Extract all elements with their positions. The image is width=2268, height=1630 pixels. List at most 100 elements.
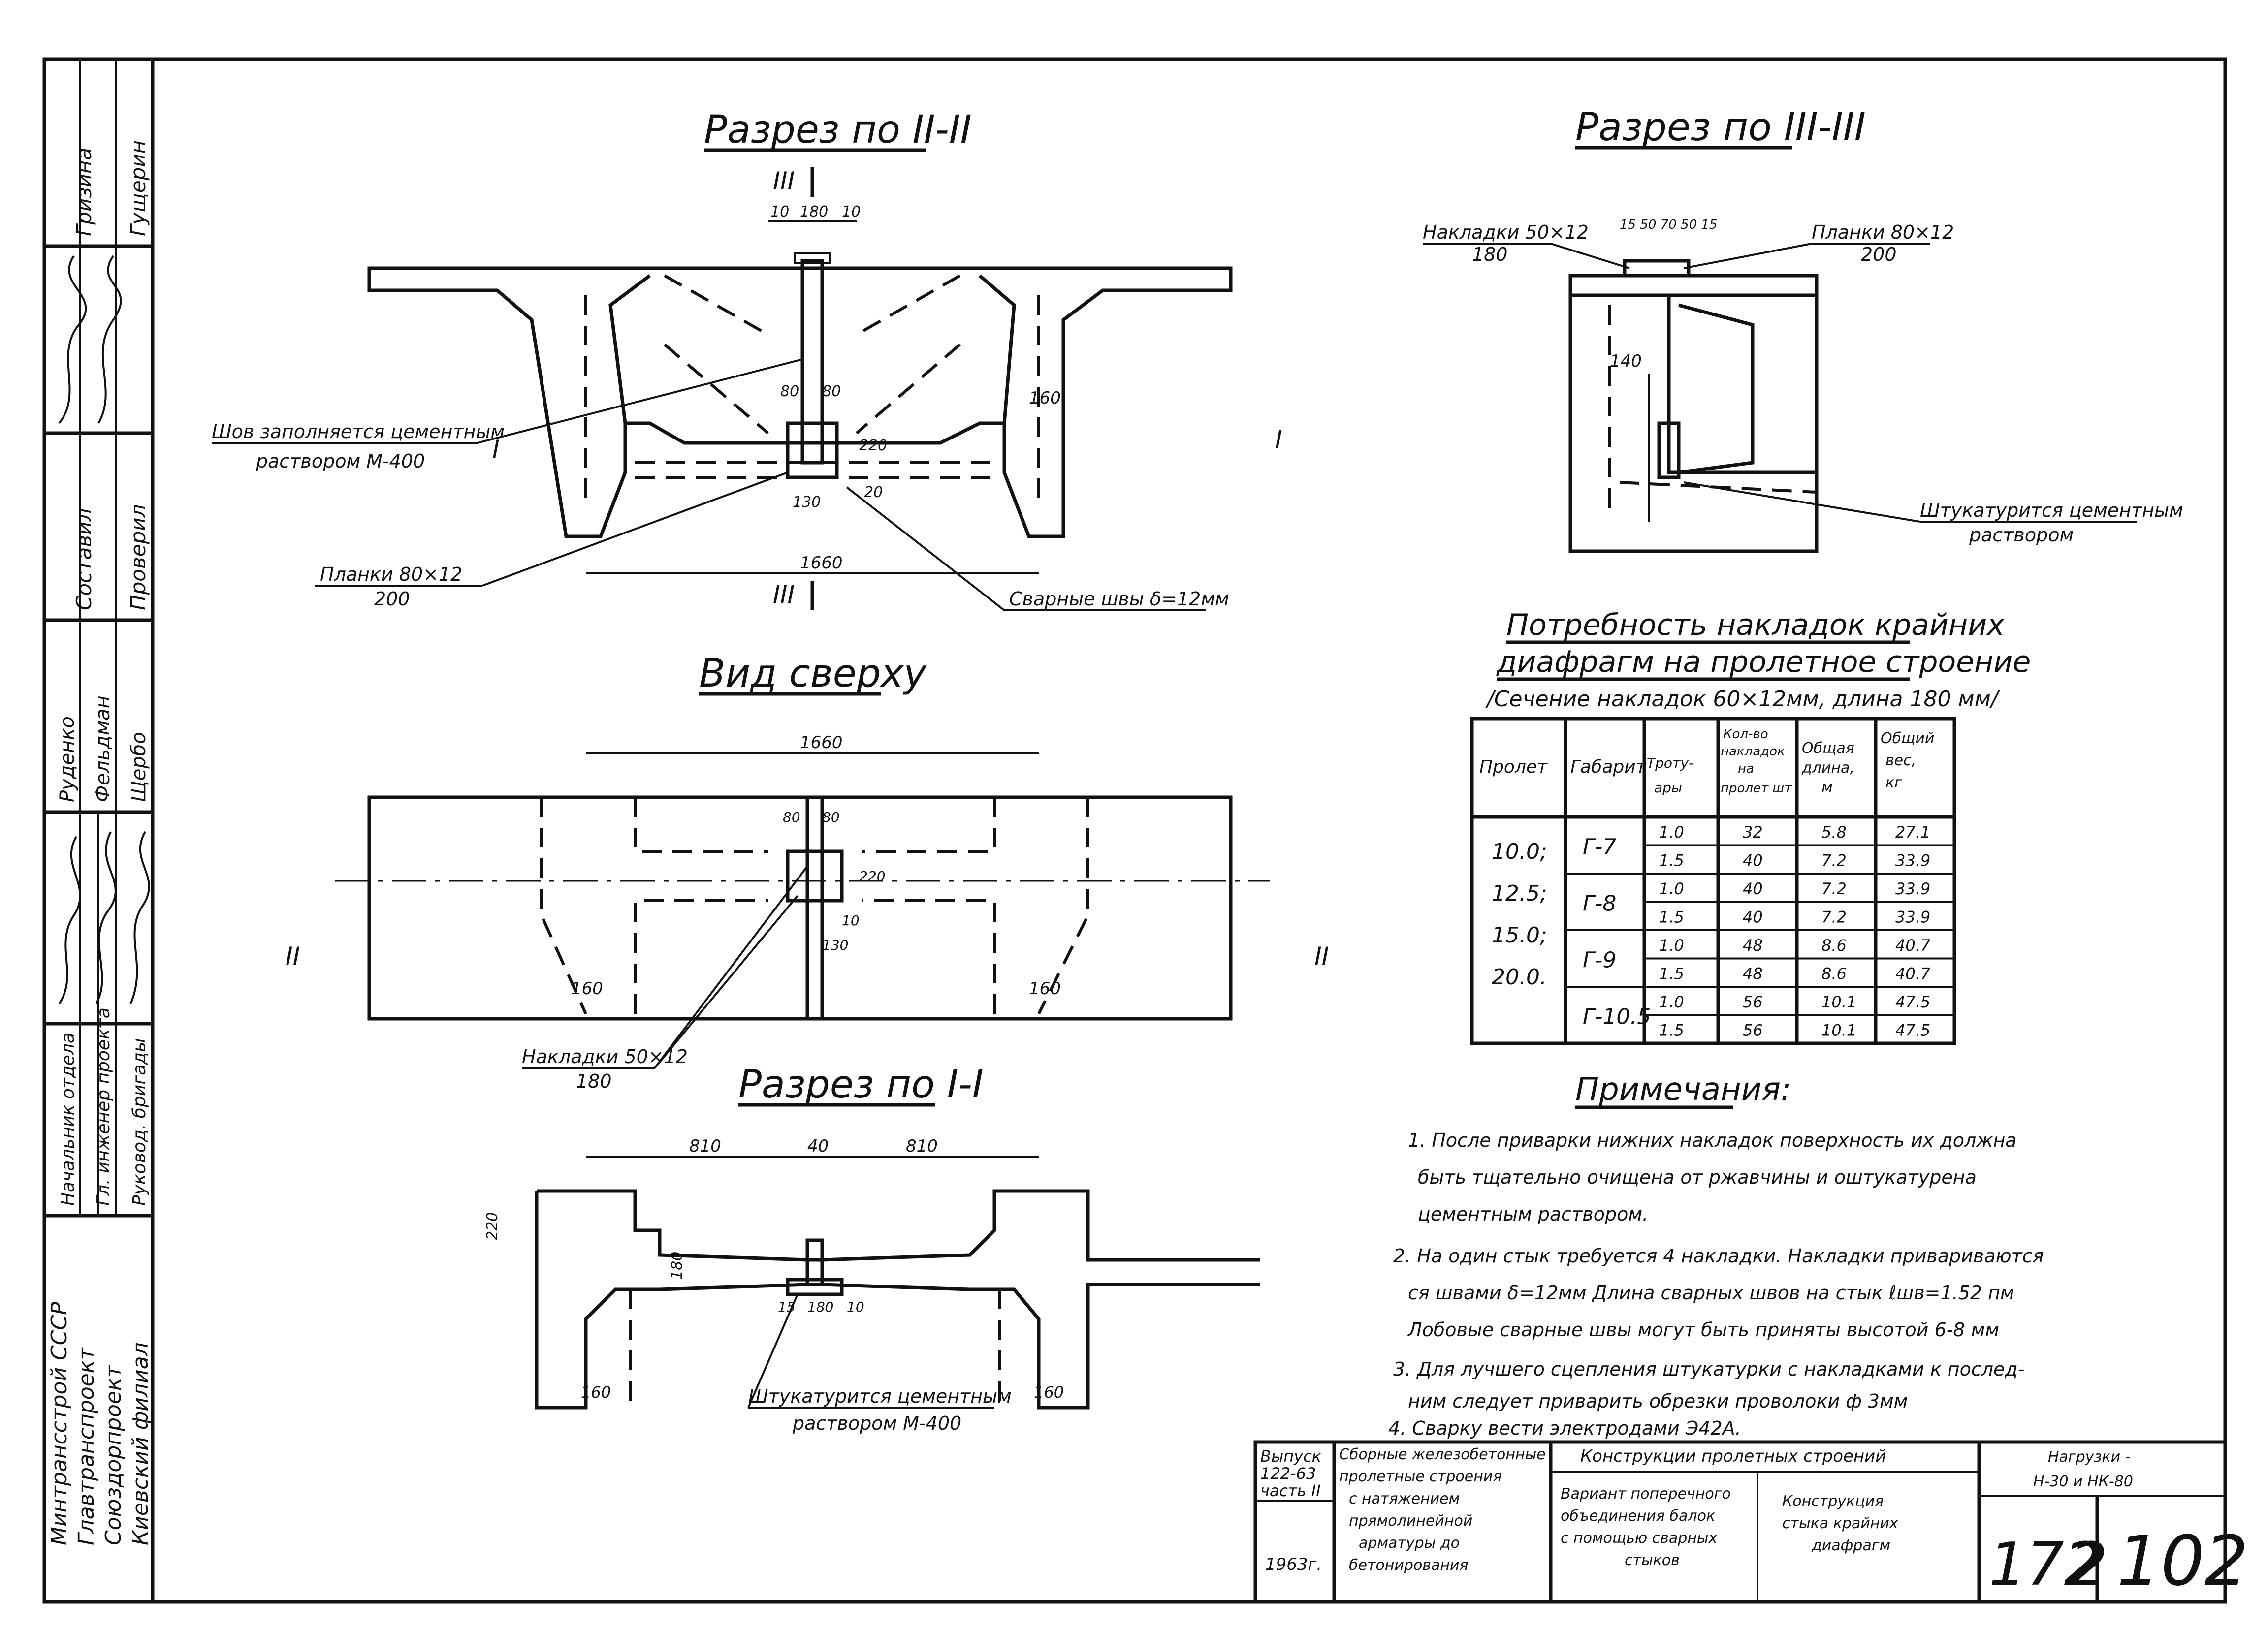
note-plates-len: 180 xyxy=(1472,244,1508,265)
req-cell-weight: 27.1 xyxy=(1895,823,1930,842)
req-cell-count: 40 xyxy=(1743,851,1763,870)
mark-I-right: I xyxy=(1275,425,1282,454)
note-plaster-3: Штукатурится цементным xyxy=(1920,500,2183,521)
tb-sheet-b: 2 xyxy=(2070,1531,2108,1599)
req-cell-walk: 1.5 xyxy=(1659,965,1684,983)
req-h-walk: Троту- xyxy=(1647,755,1693,771)
req-title-2: диафрагм на пролетное строение xyxy=(1496,645,2031,679)
dim-top-b: 180 xyxy=(800,203,828,220)
req-cell-walk: 1.0 xyxy=(1659,936,1684,955)
section-2-2-title: Разрез по II-II xyxy=(704,108,972,152)
tb-desc-6: бетонирования xyxy=(1349,1557,1469,1574)
req-cell-weight: 33.9 xyxy=(1895,879,1930,898)
req-cell-walk: 1.0 xyxy=(1659,823,1684,842)
notes: Примечания: 1. После приварки нижних нак… xyxy=(1388,1071,2044,1439)
req-cell-walk: 1.5 xyxy=(1659,908,1684,927)
dim-top-a: 10 xyxy=(770,203,789,220)
req-cell-walk: 1.0 xyxy=(1659,879,1684,898)
req-cell-weight: 47.5 xyxy=(1895,993,1930,1011)
s1-note-plaster: Штукатурится цементным xyxy=(748,1385,1012,1407)
tb-variant-1: Вариант поперечного xyxy=(1561,1485,1731,1503)
top-dim-10: 10 xyxy=(842,912,860,929)
req-cell-weight: 40.7 xyxy=(1895,965,1931,983)
req-cell-count: 48 xyxy=(1743,965,1763,983)
stamp-name-b: Гущерин xyxy=(126,140,150,236)
s1-dim-left: 810 xyxy=(689,1136,721,1156)
req-cell-count: 40 xyxy=(1743,908,1763,927)
req-title: Потребность накладок крайних xyxy=(1506,608,2005,642)
top-dim-130: 130 xyxy=(822,937,848,953)
dim-top-c: 10 xyxy=(842,203,861,220)
top-note-plates: Накладки 50×12 xyxy=(522,1046,688,1067)
req-cell-len: 5.8 xyxy=(1821,823,1847,842)
req-cell-len: 8.6 xyxy=(1821,965,1847,983)
note-line-4: 2. На один стык требуется 4 накладки. На… xyxy=(1393,1245,2044,1267)
section-2-2: Разрез по II-II III III 10 180 10 1660 1… xyxy=(212,108,1282,611)
section-1-1: Разрез по I-I 810 40 810 220 180 160 160… xyxy=(484,1063,1260,1434)
dim-80a: 80 xyxy=(780,383,799,400)
top-view-title: Вид сверху xyxy=(699,652,927,696)
note-line-1: 1. После приварки нижних накладок поверх… xyxy=(1408,1129,2017,1151)
note-line-5: ся швами δ=12мм Длина сварных швов на ст… xyxy=(1408,1282,2014,1304)
req-cell-weight: 40.7 xyxy=(1895,936,1931,955)
tb-variant-2: объединения балок xyxy=(1561,1507,1715,1525)
req-cell-count: 40 xyxy=(1743,879,1763,898)
note-welds: Сварные швы δ=12мм xyxy=(1009,588,1229,610)
side-stamp: Минтрансстрой СССР Главтранспроект Союзд… xyxy=(44,59,153,1545)
req-h-count-3: на xyxy=(1738,761,1754,776)
note-planks-len: 200 xyxy=(374,588,410,610)
dim-80b: 80 xyxy=(822,383,841,400)
req-cell-gabarit: Г-8 xyxy=(1583,891,1616,916)
top-note-plates-len: 180 xyxy=(576,1070,612,1092)
req-h-len-3: м xyxy=(1821,779,1833,796)
note-line-7: 3. Для лучшего сцепления штукатурки с на… xyxy=(1393,1358,2024,1380)
req-cell-weight: 47.5 xyxy=(1895,1021,1930,1040)
req-h-count-2: накладок xyxy=(1721,744,1785,759)
stamp-role-2: Гл. инженер проекта xyxy=(94,1007,114,1206)
req-cell-walk: 1.5 xyxy=(1659,851,1684,870)
stamp-name-1: Руденко xyxy=(56,716,79,802)
stamp-name-3: Щербо xyxy=(128,732,150,802)
note-planks: Планки 80×12 xyxy=(320,564,462,585)
note-line-8: ним следует приварить обрезки проволоки … xyxy=(1408,1390,1908,1412)
req-cell-len: 10.1 xyxy=(1821,993,1856,1011)
req-cell-len: 7.2 xyxy=(1821,879,1847,898)
title-block: Выпуск 122-63 часть II 1963г. Сборные же… xyxy=(1253,1440,2248,1604)
s1-dim-180b: 180 xyxy=(807,1299,833,1315)
top-mark-right: II xyxy=(1314,942,1329,971)
req-cell-weight: 33.9 xyxy=(1895,908,1930,927)
tb-design-2: стыка крайних xyxy=(1782,1515,1898,1532)
req-h-weight: Общий xyxy=(1881,730,1934,747)
tb-sheet-a: 172 xyxy=(1989,1531,2102,1599)
top-dim-160a: 160 xyxy=(571,979,603,999)
dim-220: 220 xyxy=(859,437,887,454)
section-3-3: Разрез по III-III Накладки 50×12 180 15 … xyxy=(1423,105,2183,553)
top-dim-80a: 80 xyxy=(783,809,800,825)
notes-title: Примечания: xyxy=(1575,1071,1791,1108)
note-seam: Шов заполняется цементным xyxy=(212,421,505,442)
tb-issue: Выпуск xyxy=(1260,1447,1322,1466)
top-mark-left: II xyxy=(286,942,300,971)
tb-sheet-c: 102 xyxy=(2117,1521,2248,1601)
req-cell-len: 10.1 xyxy=(1821,1021,1856,1040)
req-cell-count: 32 xyxy=(1743,823,1763,842)
stamp-org-4: Киевский филиал xyxy=(128,1342,153,1545)
mark-I-left: I xyxy=(492,435,500,464)
note-seam-2: раствором М-400 xyxy=(256,450,425,472)
stamp-role-checked: Проверил xyxy=(126,504,150,610)
signature-3 xyxy=(129,831,150,1004)
stamp-name-2: Фельдман xyxy=(92,695,114,802)
stamp-role-1: Начальник отдела xyxy=(58,1033,78,1206)
note-line-2: быть тщательно очищена от ржавчины и ошт… xyxy=(1418,1166,1977,1188)
signature-1 xyxy=(58,836,81,1005)
stamp-org-3: Союздорпроект xyxy=(101,1364,126,1545)
req-span-2: 12.5; xyxy=(1492,881,1547,906)
req-cell-weight: 33.9 xyxy=(1895,851,1930,870)
top-dim-160b: 160 xyxy=(1029,979,1061,999)
dim-width: 1660 xyxy=(800,553,843,573)
s1-dim-160a: 160 xyxy=(581,1383,611,1402)
tb-desc-3: с натяжением xyxy=(1349,1490,1460,1507)
req-cell-walk: 1.0 xyxy=(1659,993,1684,1011)
req-subtitle: /Сечение накладок 60×12мм, длина 180 мм/ xyxy=(1485,687,2000,712)
